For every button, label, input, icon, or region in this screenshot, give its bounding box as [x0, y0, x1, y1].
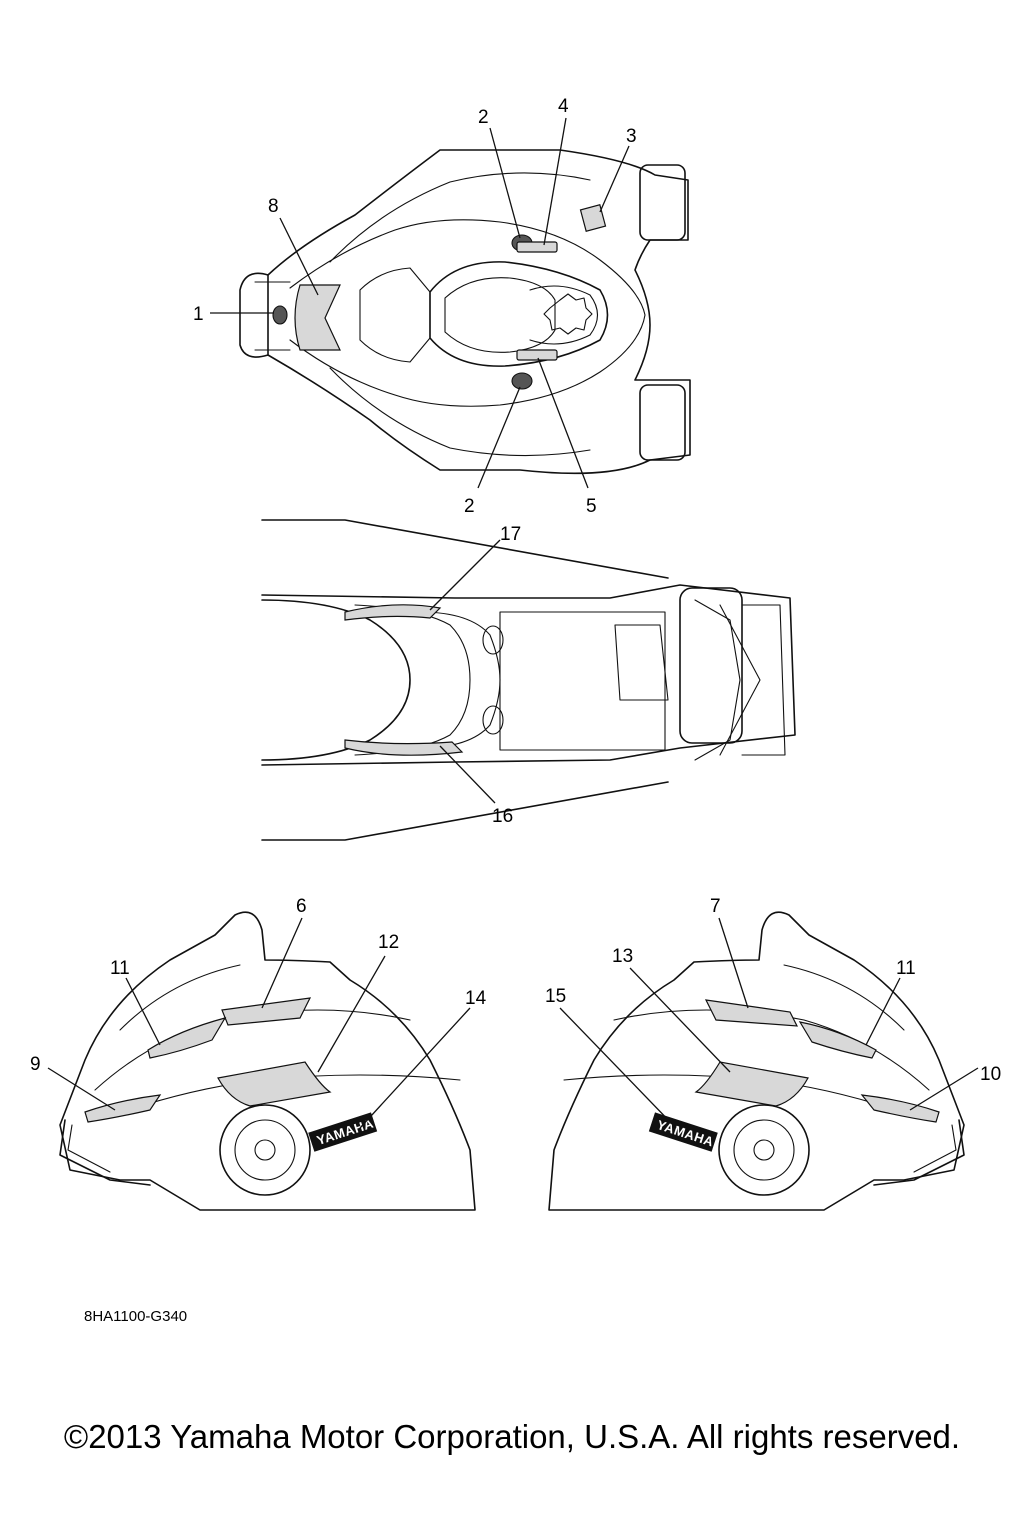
callout-label: 7: [710, 896, 721, 917]
left-side-view-watercraft: YAMAHA: [59, 911, 476, 1211]
callout-label: 8: [268, 196, 279, 217]
callout-label: 2: [478, 107, 489, 128]
seat-view-watercraft: [261, 519, 796, 841]
callout-label: 6: [296, 896, 307, 917]
callout-label: 13: [612, 946, 633, 967]
callout-label: 5: [586, 496, 597, 517]
yamaha-logo: YAMAHA: [655, 1117, 716, 1149]
callout-label: 4: [558, 96, 569, 117]
callout-label: 17: [500, 524, 521, 545]
top-view-callouts: 1 2 3 4 8 2 5: [193, 96, 637, 517]
callout-label: 12: [378, 932, 399, 953]
copyright-notice: ©2013 Yamaha Motor Corporation, U.S.A. A…: [63, 1418, 961, 1455]
part-code: 8HA1100-G340: [84, 1308, 188, 1325]
callout-label: 15: [545, 986, 566, 1007]
callout-label: 14: [465, 988, 487, 1009]
callout-label: 3: [626, 126, 637, 147]
callout-label: 1: [193, 304, 204, 325]
callout-label: 9: [30, 1054, 41, 1075]
callout-label: 10: [980, 1064, 1001, 1085]
callout-label: 11: [896, 958, 916, 979]
callout-label: 11: [110, 958, 130, 979]
callout-label: 16: [492, 806, 513, 827]
right-side-callouts: 7 13 11 15 10: [545, 896, 1001, 1129]
seat-view-callouts: 17 16: [429, 524, 521, 827]
callout-label: 2: [464, 496, 475, 517]
left-side-callouts: 6 11 12 14 9: [30, 896, 487, 1129]
top-view-watercraft: [239, 149, 691, 475]
